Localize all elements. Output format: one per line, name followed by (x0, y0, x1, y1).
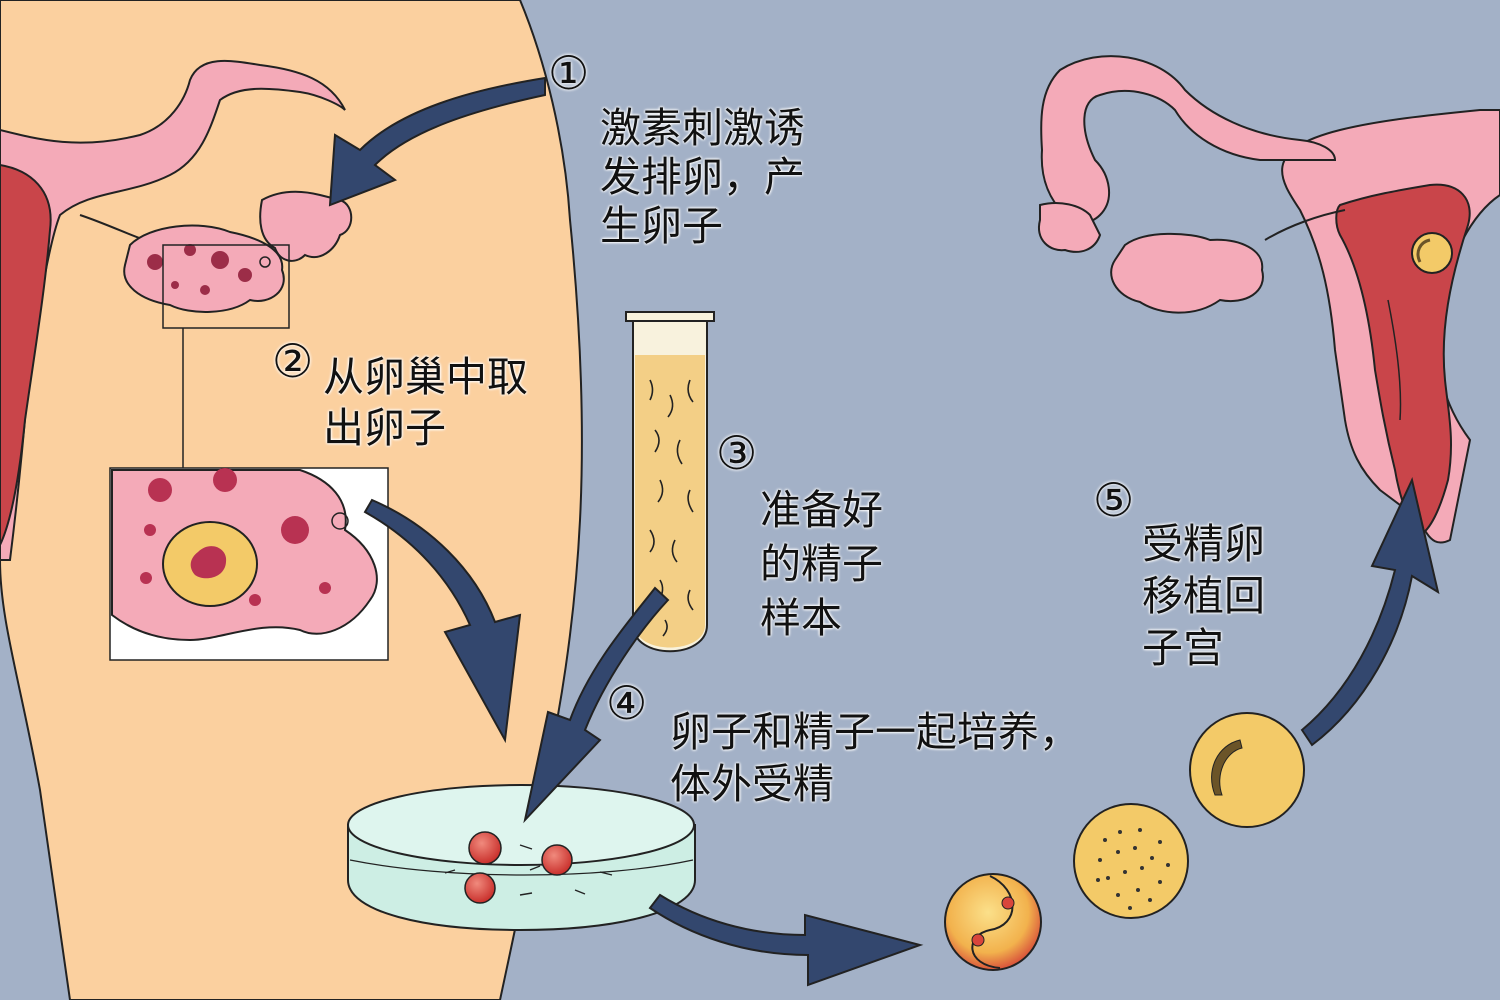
step-3-number: ③ (716, 426, 758, 480)
right-uterus (1038, 55, 1500, 544)
step-5-label-line2: 移植回 (1142, 572, 1265, 620)
step-2-label-line2: 出卵子 (323, 404, 446, 452)
embryo-morula (1073, 803, 1189, 919)
step-4-label-line2: 体外受精 (670, 760, 834, 808)
step-1-label-line3: 生卵子 (600, 202, 723, 250)
arrow-2 (363, 498, 522, 744)
step-5-label-line3: 子宫 (1142, 624, 1224, 672)
step-4-label-line1: 卵子和精子一起培养， (670, 708, 1080, 756)
step-1-label-line1: 激素刺激诱 (600, 104, 805, 152)
arrow-5 (1300, 476, 1440, 747)
step-4-number: ④ (606, 676, 648, 730)
embryo-blastocyst (1189, 712, 1305, 828)
step-5-label-line1: 受精卵 (1142, 520, 1265, 568)
embryo-two-cell (944, 873, 1042, 971)
step-3-label-line1: 准备好 (760, 486, 883, 534)
step-1-label-line2: 发排卵，产 (600, 153, 805, 201)
ovary-zoom-inset (109, 467, 389, 661)
arrow-3 (523, 586, 670, 824)
test-tube (625, 311, 715, 653)
left-uterus (0, 59, 353, 561)
step-2-number: ② (272, 334, 314, 388)
step-3-label-line3: 样本 (760, 594, 842, 642)
step-3-label-line2: 的精子 (760, 540, 883, 588)
ovary-inset-frame (162, 244, 290, 329)
step-5-number: ⑤ (1093, 473, 1135, 527)
arrow-4 (648, 893, 924, 987)
step-2-label-line1: 从卵巢中取 (323, 353, 528, 401)
petri-dish (347, 784, 696, 932)
step-1-number: ① (548, 46, 590, 100)
arrow-1 (328, 76, 546, 207)
